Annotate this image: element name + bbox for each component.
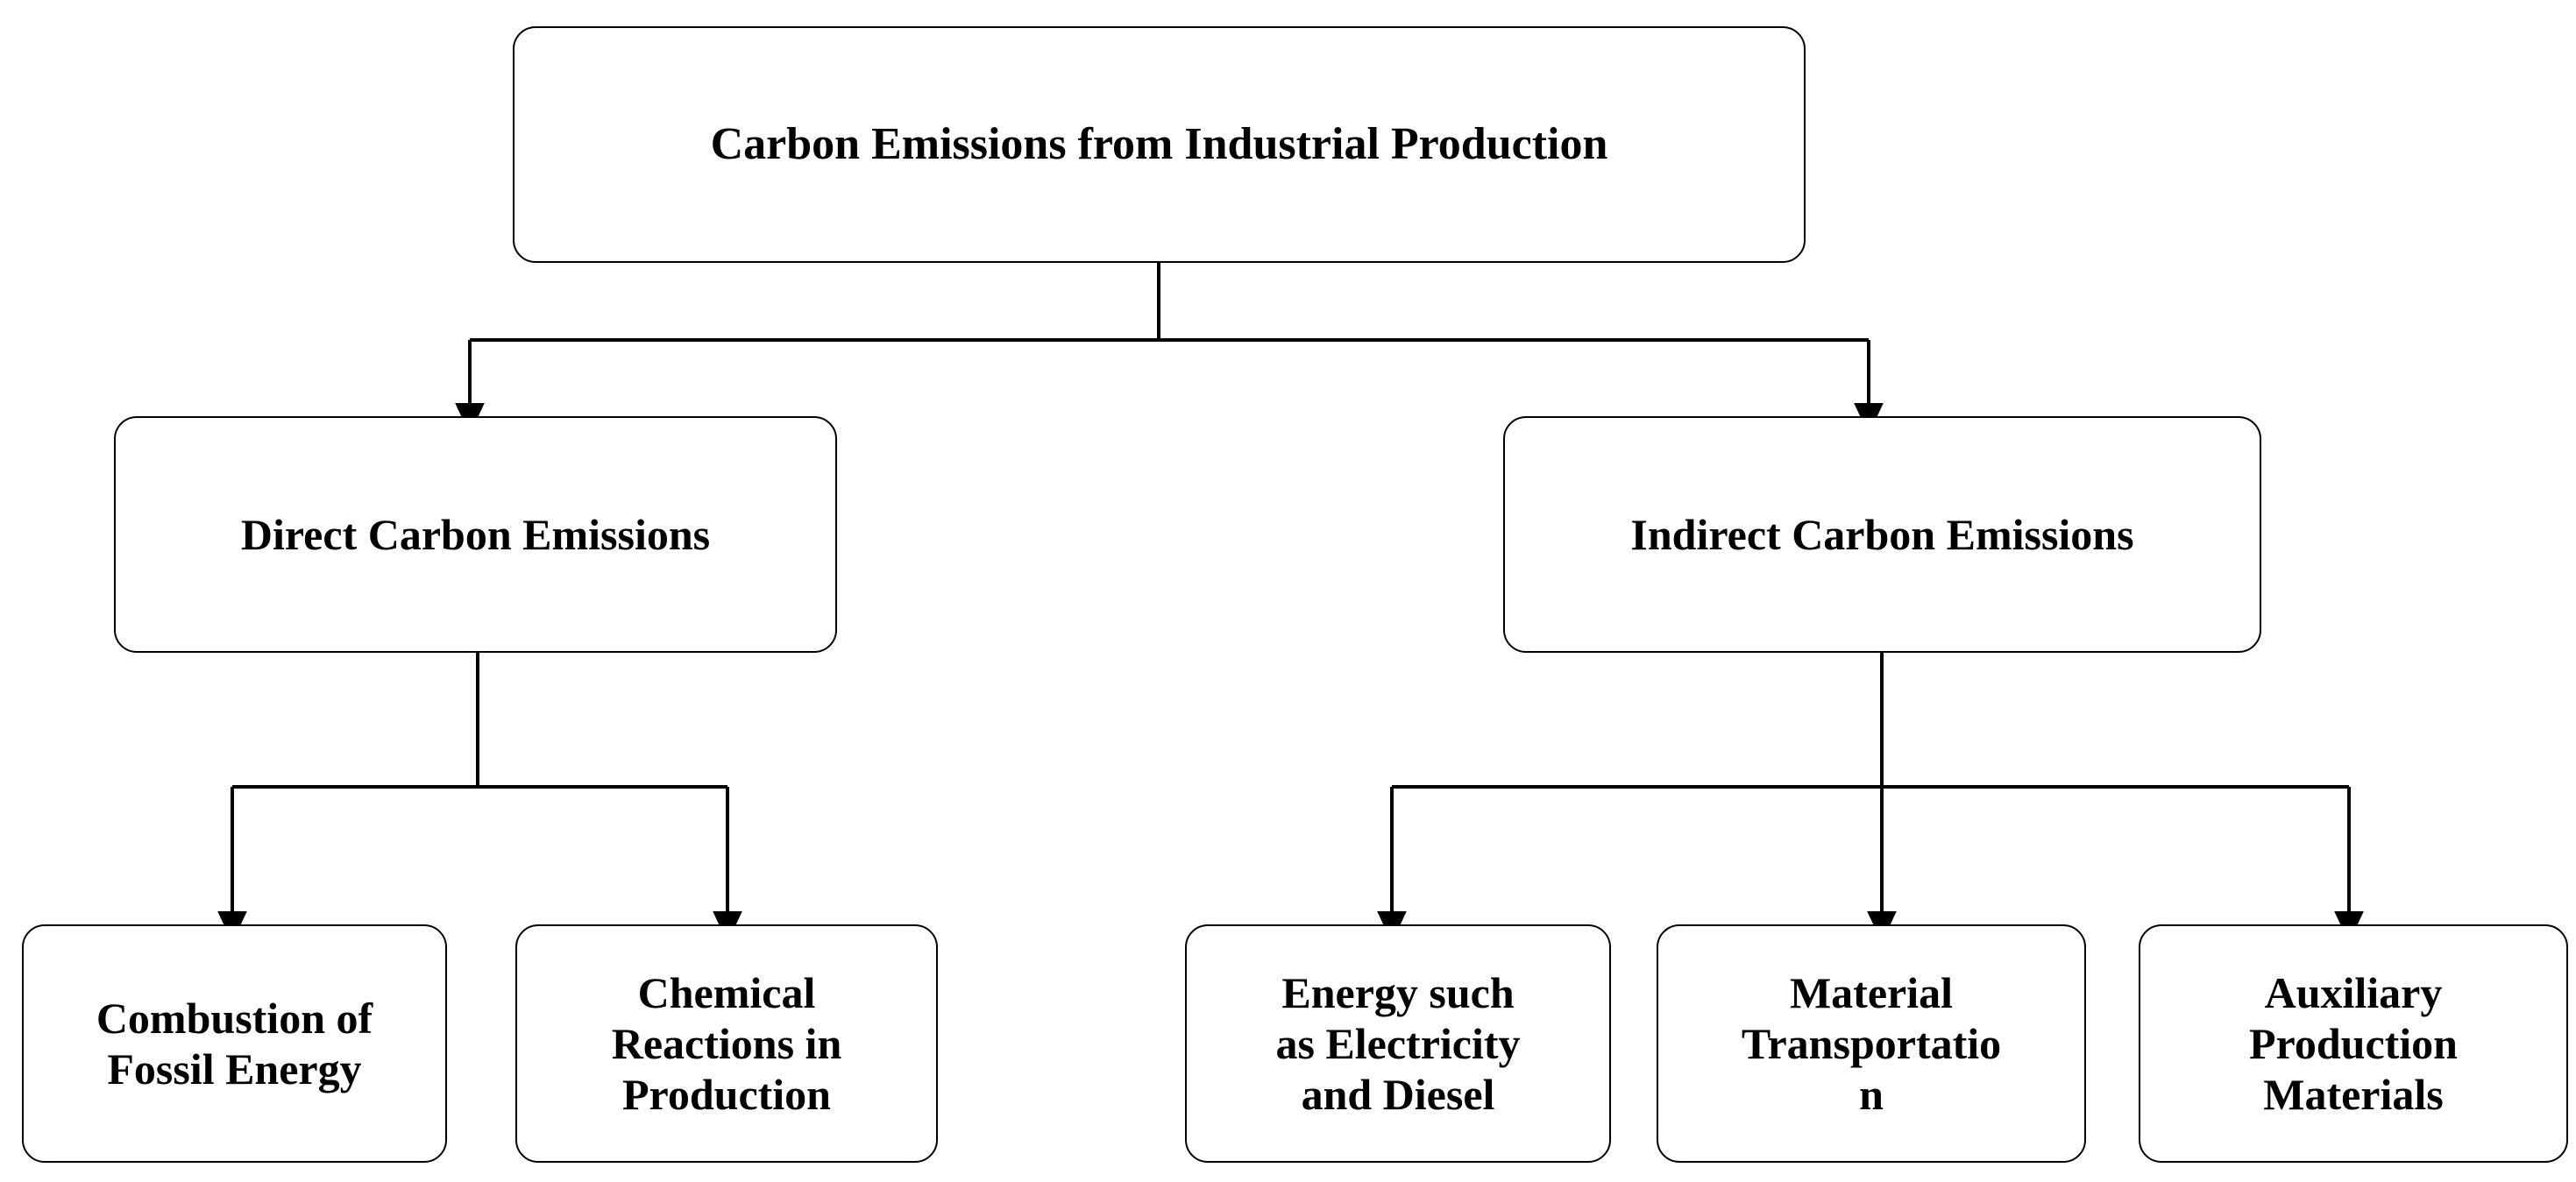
node-combustion-of-fossil-energy-label: Combustion of Fossil Energy <box>96 994 373 1094</box>
edge-indirect-to-leaves <box>1377 653 2364 943</box>
node-energy-such-as-electricity-and-diesel-label: Energy such as Electricity and Diesel <box>1275 968 1521 1119</box>
edge-root-to-branches <box>455 263 1884 435</box>
node-combustion-of-fossil-energy[interactable]: Combustion of Fossil Energy <box>22 924 447 1163</box>
node-material-transportation-label: Material Transportatio n <box>1741 968 2002 1119</box>
node-auxiliary-production-materials[interactable]: Auxiliary Production Materials <box>2139 924 2568 1163</box>
node-chemical-reactions-in-production-label: Chemical Reactions in Production <box>611 968 842 1119</box>
node-auxiliary-production-materials-label: Auxiliary Production Materials <box>2249 968 2458 1119</box>
node-root-carbon-emissions[interactable]: Carbon Emissions from Industrial Product… <box>513 26 1806 263</box>
node-indirect-carbon-emissions-label: Indirect Carbon Emissions <box>1630 510 2134 559</box>
node-direct-carbon-emissions[interactable]: Direct Carbon Emissions <box>114 416 837 653</box>
node-direct-carbon-emissions-label: Direct Carbon Emissions <box>240 510 711 559</box>
node-indirect-carbon-emissions[interactable]: Indirect Carbon Emissions <box>1503 416 2261 653</box>
node-chemical-reactions-in-production[interactable]: Chemical Reactions in Production <box>515 924 938 1163</box>
node-energy-such-as-electricity-and-diesel[interactable]: Energy such as Electricity and Diesel <box>1185 924 1611 1163</box>
edge-direct-to-leaves <box>217 653 742 943</box>
node-root-label: Carbon Emissions from Industrial Product… <box>710 118 1608 169</box>
node-material-transportation[interactable]: Material Transportatio n <box>1657 924 2086 1163</box>
